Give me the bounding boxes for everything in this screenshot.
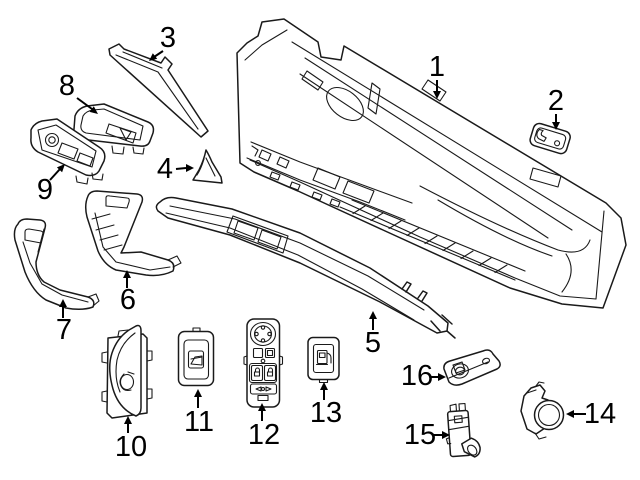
callout-6-number: 6 <box>120 284 136 316</box>
callout-13: 13 <box>310 382 342 429</box>
callout-7-number: 7 <box>56 314 72 346</box>
callout-11-number: 11 <box>184 406 214 438</box>
part-14-parking-sensor <box>520 381 565 440</box>
part-8-switch-bezel <box>73 103 155 155</box>
callout-1-number: 1 <box>429 51 445 83</box>
callout-12: 12 <box>248 403 280 451</box>
part-12-master-window-switch <box>243 318 284 408</box>
callout-2-number: 2 <box>548 85 564 117</box>
callout-15-number: 15 <box>404 419 436 451</box>
callout-1: 1 <box>429 51 445 99</box>
part-11-window-switch <box>177 327 215 387</box>
part-6-pull-handle-trim <box>84 190 182 277</box>
part-1-door-trim-panel <box>236 18 627 309</box>
callout-6: 6 <box>120 270 136 316</box>
part-3-upper-trim-panel <box>108 43 209 138</box>
callout-12-number: 12 <box>248 419 280 451</box>
part-13-fuel-door-switch <box>307 336 340 384</box>
callout-4-number: 4 <box>157 153 173 185</box>
part-10-interior-door-handle <box>101 324 153 419</box>
callout-4: 4 <box>157 153 194 185</box>
callout-8: 8 <box>59 70 98 114</box>
callout-10-number: 10 <box>115 431 147 463</box>
callout-2: 2 <box>548 85 564 130</box>
callout-15: 15 <box>404 419 450 451</box>
callout-11: 11 <box>184 389 214 438</box>
callout-5-number: 5 <box>365 327 381 359</box>
callout-10: 10 <box>115 416 147 463</box>
part-5-armrest-trim <box>155 196 456 339</box>
part-7-pull-handle-trim-lower <box>13 218 100 311</box>
callout-14: 14 <box>566 398 616 430</box>
callout-9: 9 <box>37 164 65 206</box>
callout-7: 7 <box>56 299 72 346</box>
callout-5: 5 <box>365 311 381 359</box>
part-16-sensor-mount <box>443 349 501 386</box>
callout-16-number: 16 <box>401 360 433 392</box>
part-9-switch-panel <box>30 118 106 185</box>
part-2-inner-handle-bezel <box>529 122 571 155</box>
callout-3: 3 <box>149 22 176 61</box>
callout-14-number: 14 <box>584 398 616 430</box>
part-15-sensor-bracket <box>445 402 481 458</box>
callout-3-number: 3 <box>160 22 176 54</box>
callout-9-number: 9 <box>37 174 53 206</box>
callout-16: 16 <box>401 360 446 392</box>
part-4-corner-cover <box>192 149 223 184</box>
callout-8-number: 8 <box>59 70 75 102</box>
callout-13-number: 13 <box>310 397 342 429</box>
